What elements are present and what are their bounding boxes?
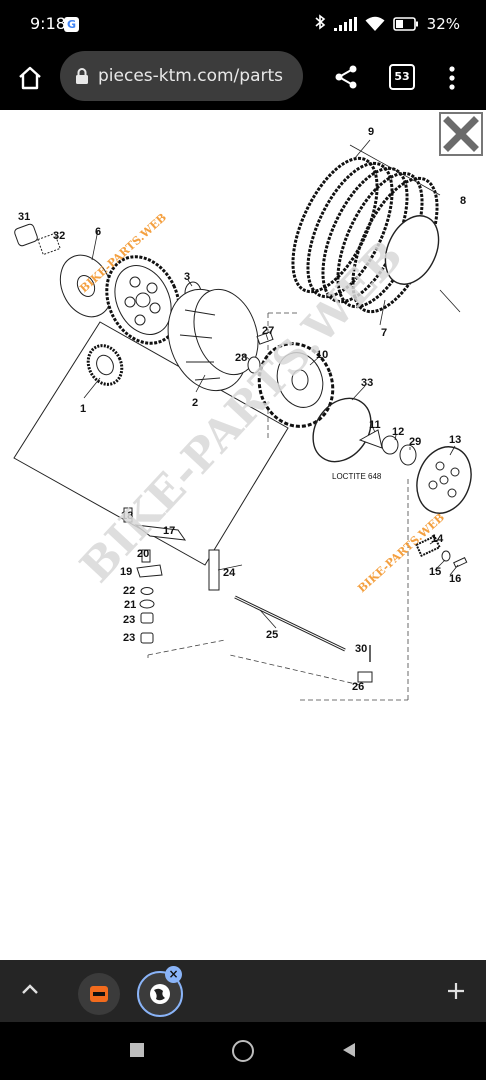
home-circle-icon[interactable] <box>232 1040 254 1062</box>
tab-close-button[interactable]: × <box>165 966 182 983</box>
part-label-6: 6 <box>95 226 101 238</box>
more-options-icon[interactable] <box>448 65 456 91</box>
part-label-18: 18 <box>121 510 133 522</box>
part-label-29: 29 <box>409 436 421 448</box>
status-time: 9:18 <box>30 14 66 33</box>
part-label-8: 8 <box>460 195 466 207</box>
close-image-button[interactable] <box>439 112 483 156</box>
watermark-small-right: BIKE-PARTS.WEB <box>355 511 447 595</box>
part-label-31: 31 <box>18 211 30 223</box>
address-bar[interactable]: pieces-ktm.com/parts <box>60 51 303 101</box>
part-label-17: 17 <box>163 525 175 537</box>
battery-percent: 32% <box>426 15 460 33</box>
ktm-favicon-icon <box>90 986 108 1002</box>
part-label-9: 9 <box>368 126 374 138</box>
google-notification-icon: G <box>64 17 79 32</box>
part-label-7: 7 <box>381 327 387 339</box>
cell-signal-icon <box>333 17 357 31</box>
url-text[interactable]: pieces-ktm.com/parts <box>98 66 283 86</box>
part-label-24: 24 <box>223 567 236 579</box>
part-label-2: 2 <box>192 397 198 409</box>
part-label-26: 26 <box>352 681 364 693</box>
back-icon[interactable] <box>341 1041 357 1059</box>
part-label-21: 21 <box>124 599 136 611</box>
close-icon <box>443 116 479 152</box>
bluetooth-icon <box>314 14 326 34</box>
page-content: 1 2 3 6 7 8 9 10 11 12 13 14 15 16 17 18… <box>0 110 486 960</box>
globe-favicon-icon <box>150 984 170 1004</box>
part-label-28: 28 <box>235 352 247 364</box>
battery-icon <box>392 17 419 31</box>
part-label-33: 33 <box>361 377 373 389</box>
part-label-1: 1 <box>80 403 86 415</box>
part-label-19: 19 <box>120 566 132 578</box>
status-icons: 32% <box>314 14 460 34</box>
part-label-27: 27 <box>262 325 274 337</box>
new-tab-icon[interactable] <box>446 981 466 1001</box>
part-label-32: 32 <box>53 230 65 242</box>
part-label-23b: 23 <box>123 632 135 644</box>
part-label-14: 14 <box>431 533 444 545</box>
part-label-16: 16 <box>449 573 461 585</box>
tab-switcher-button[interactable]: 53 <box>389 64 415 90</box>
part-label-25: 25 <box>266 629 278 641</box>
tab-group-strip <box>0 960 486 1022</box>
share-icon[interactable] <box>334 64 358 90</box>
part-label-3: 3 <box>184 271 190 283</box>
loctite-annotation: LOCTITE 648 <box>332 472 382 481</box>
status-bar: 9:18 G 32% <box>0 0 486 46</box>
home-icon[interactable] <box>16 64 44 92</box>
tab-thumbnail-ktm[interactable] <box>78 973 120 1015</box>
chevron-up-icon[interactable] <box>20 982 40 996</box>
part-label-12: 12 <box>392 426 404 438</box>
wifi-icon <box>365 16 385 32</box>
browser-toolbar: pieces-ktm.com/parts 53 <box>0 46 486 110</box>
part-label-15: 15 <box>429 566 441 578</box>
part-label-13: 13 <box>449 434 461 446</box>
part-label-11: 11 <box>369 419 381 431</box>
part-label-10: 10 <box>316 349 328 361</box>
part-label-22: 22 <box>123 585 135 597</box>
clutch-exploded-diagram: 1 2 3 6 7 8 9 10 11 12 13 14 15 16 17 18… <box>13 126 472 701</box>
part-label-20: 20 <box>137 548 149 560</box>
part-label-30: 30 <box>355 643 367 655</box>
part-label-23a: 23 <box>123 614 135 626</box>
recent-apps-icon[interactable] <box>130 1043 144 1057</box>
site-info-icon[interactable] <box>74 67 90 85</box>
